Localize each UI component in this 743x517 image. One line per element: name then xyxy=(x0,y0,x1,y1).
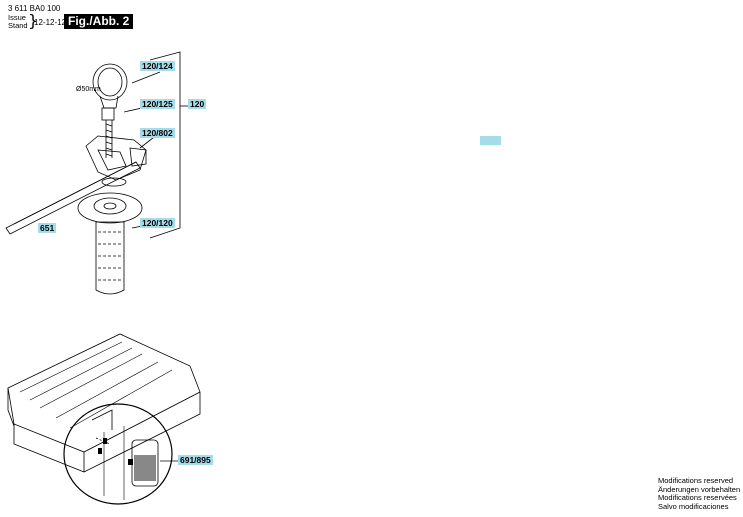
callout-120-124: 120/124 xyxy=(140,61,175,71)
modifications-note: Modifications reserved Änderungen vorbeh… xyxy=(658,476,741,511)
color-swatch xyxy=(480,136,501,145)
issue-stand-label: Issue Stand xyxy=(8,14,28,30)
callout-120: 120 xyxy=(188,99,207,109)
depth-stop-rod xyxy=(5,161,141,235)
handle-disk xyxy=(77,192,143,224)
callout-651: 651 xyxy=(38,223,57,233)
callout-691-895: 691/895 xyxy=(178,455,213,465)
grip-handle xyxy=(95,221,125,295)
modifications-line: Änderungen vorbehalten xyxy=(658,484,741,494)
modifications-line: Modifications reservées xyxy=(658,493,737,503)
modifications-line: Salvo modificaciones xyxy=(658,501,729,511)
figure-label: Fig./Abb. 2 xyxy=(64,14,134,29)
issue-date: 12-12-12 xyxy=(34,18,67,27)
document-number: 3 611 BA0 100 xyxy=(8,4,61,13)
assembly-bracket xyxy=(149,51,181,239)
callout-120-120: 120/120 xyxy=(140,218,175,228)
leader-120-124 xyxy=(131,71,161,84)
modifications-line: Modifications reserved xyxy=(658,476,734,485)
dimension-label: Ø50mm xyxy=(76,86,101,93)
brace-glyph: } xyxy=(28,11,39,30)
detail-circle xyxy=(63,403,173,505)
callout-120-802: 120/802 xyxy=(140,128,175,138)
handle-holder xyxy=(85,135,147,181)
issue-label: Issue xyxy=(8,13,26,22)
clamp-band xyxy=(92,63,128,101)
callout-120-125: 120/125 xyxy=(140,99,175,109)
stand-label: Stand xyxy=(8,21,28,30)
